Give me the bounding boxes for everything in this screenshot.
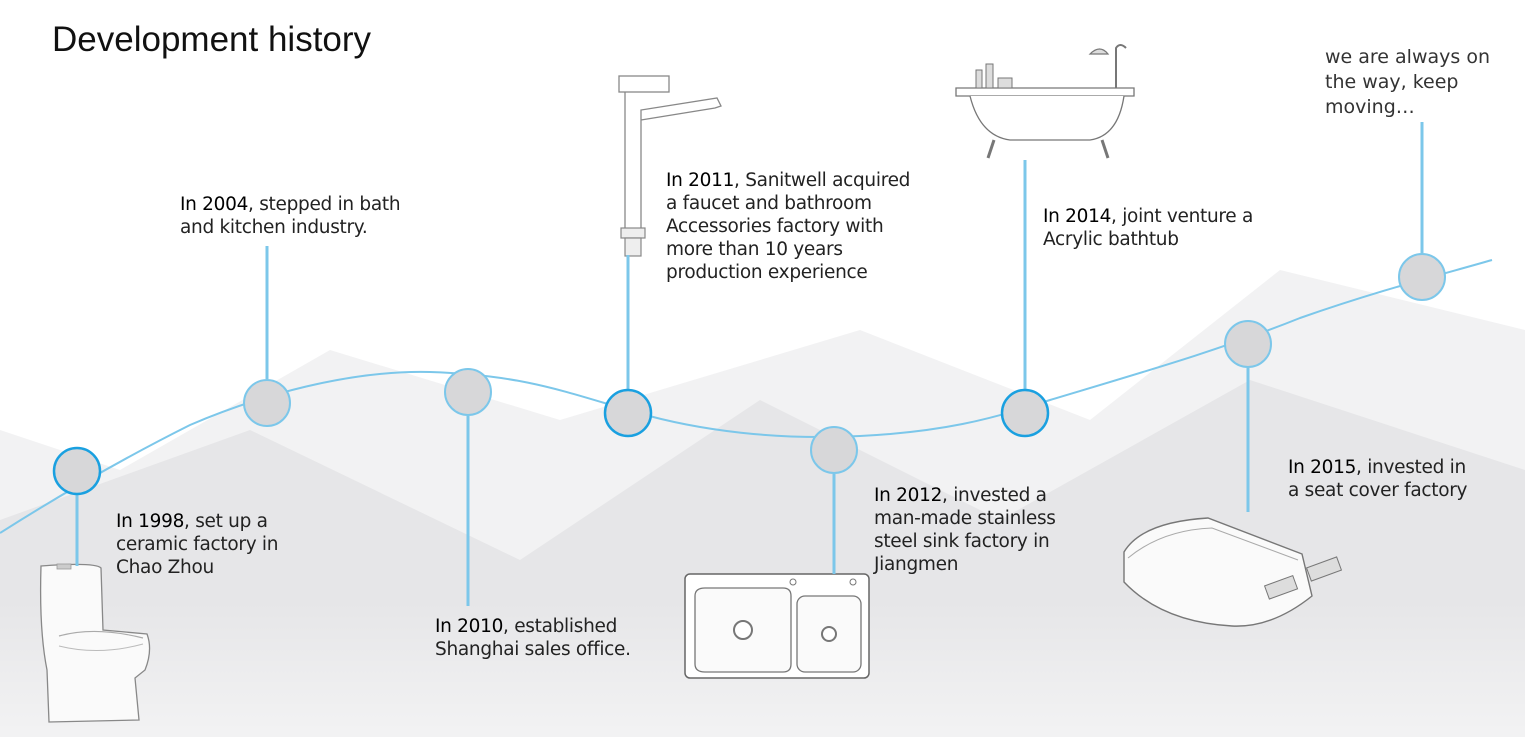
timeline-node-1	[243, 379, 291, 427]
milestone-year: In 2004	[180, 194, 249, 215]
sink-icon	[684, 573, 870, 679]
bathtub-icon	[955, 44, 1135, 159]
milestone-2014: In 2014, joint venture a Acrylic bathtub	[1043, 205, 1273, 251]
milestone-2015: In 2015, invested in a seat cover factor…	[1288, 456, 1508, 502]
timeline-node-4	[810, 426, 858, 474]
seat-cover-icon	[1123, 517, 1343, 627]
milestone-2011: In 2011, Sanitwell acquired a faucet and…	[666, 169, 916, 284]
milestone-year: In 1998	[116, 511, 185, 532]
milestone-2010: In 2010, established Shanghai sales offi…	[435, 615, 665, 661]
timeline-node-3	[603, 388, 653, 438]
faucet-icon	[618, 75, 722, 257]
milestone-desc: , Sanitwell acquired a faucet and bathro…	[666, 170, 911, 283]
milestone-year: In 2010	[435, 616, 504, 637]
timeline-node-5	[1000, 388, 1050, 438]
timeline-node-0	[52, 446, 102, 496]
timeline-curve	[0, 259, 1493, 534]
milestone-desc: , invested a man-made stainless steel si…	[874, 485, 1056, 575]
timeline-nodes	[52, 253, 1446, 496]
milestone-year: In 2012	[874, 485, 943, 506]
milestone-desc: , invested in a seat cover factory	[1288, 457, 1468, 501]
milestone-year: In 2015	[1288, 457, 1357, 478]
milestone-1998: In 1998, set up a ceramic factory in Cha…	[116, 510, 316, 579]
milestone-desc: , joint venture a Acrylic bathtub	[1043, 206, 1253, 250]
milestone-desc: , established Shanghai sales office.	[435, 616, 631, 660]
milestone-2004: In 2004, stepped in bath and kitchen ind…	[180, 193, 420, 239]
milestone-desc: , stepped in bath and kitchen industry.	[180, 194, 401, 238]
milestone-desc: , set up a ceramic factory in Chao Zhou	[116, 511, 279, 578]
timeline-node-6	[1224, 320, 1272, 368]
timeline-stems	[75, 122, 1424, 606]
milestone-2012: In 2012, invested a man-made stainless s…	[874, 484, 1094, 576]
timeline-node-7	[1398, 253, 1446, 301]
timeline-node-2	[444, 368, 492, 416]
milestone-year: In 2011	[666, 170, 735, 191]
closing-text: we are always on the way, keep moving…	[1325, 46, 1490, 118]
page-title: Development history	[52, 20, 372, 59]
milestone-year: In 2014	[1043, 206, 1112, 227]
toilet-icon	[39, 563, 151, 723]
